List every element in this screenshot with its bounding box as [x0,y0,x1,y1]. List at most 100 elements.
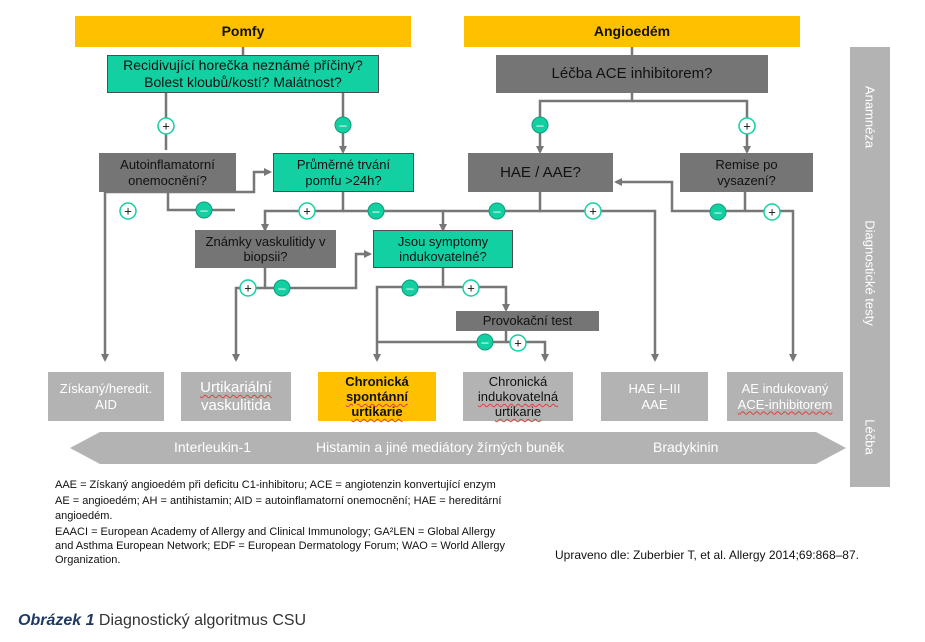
result-aeace-line2: ACE-inhibitorem [737,396,833,412]
question-hae-aae-label: HAE / AAE? [500,163,581,181]
phase-sidebar [850,47,890,487]
question-ace-inhibitor-label: Léčba ACE inhibitorem? [551,65,713,83]
svg-text:+: + [162,119,170,134]
svg-text:–: – [339,118,347,133]
minus-marker: – [488,202,506,220]
result-cindu-line3: urtikarie [494,404,542,420]
plus-marker: + [763,203,781,221]
mediator-bradykinin: Bradykinin [653,439,719,455]
svg-text:–: – [493,204,501,219]
minus-marker: – [709,203,727,221]
result-urtikarialni-vaskulitida: Urtikariální vaskulitida [181,372,291,421]
question-duration-line2: pomfu >24h? [305,172,382,188]
figure-caption-text: Diagnostický algoritmus CSU [94,612,307,629]
figure-caption: Obrázek 1 Diagnostický algoritmus CSU [18,612,306,630]
minus-marker: – [273,279,291,297]
mediator-interleukin: Interleukin-1 [174,439,252,455]
svg-text:+: + [124,204,132,219]
header-angioedem-label: Angioedém [593,23,671,40]
svg-text:–: – [406,281,414,296]
result-uv-line1: Urtikariální [200,378,272,396]
result-aeace-line1: AE indukovaný [741,381,829,397]
svg-text:+: + [743,119,751,134]
plus-marker: + [584,202,602,220]
legend-line: AE = angioedém; AH = antihistamin; AID =… [55,495,502,522]
result-cindu-line1: Chronická [488,373,548,389]
plus-marker: + [119,202,137,220]
question-autoinflamatorni-line1: Autoinflamatorní [120,157,215,173]
question-fever-line1: Recidivující horečka neznámé příčiny? [123,57,363,74]
mediator-histamin: Histamin a jiné mediátory žírných buněk [316,439,565,455]
question-remise-line1: Remise po [715,157,778,173]
minus-marker: – [334,116,352,134]
result-aid-line1: Získaný/heredit. [59,381,153,397]
provocation-test-label: Provokační test [482,313,573,329]
question-vaskulitida: Známky vaskulitidy v biopsii? [195,230,336,268]
svg-text:+: + [244,281,252,296]
question-fever-line2: Bolest kloubů/kostí? Malátnost? [144,74,342,90]
figure-caption-label: Obrázek 1 [18,612,95,629]
svg-text:+: + [514,336,522,351]
result-cindu-line2: indukovatelná [477,388,559,404]
svg-text:–: – [278,281,286,296]
question-inducible: Jsou symptomy indukovatelné? [373,230,513,268]
result-hae-aae: HAE I–III AAE [601,372,708,421]
minus-marker: – [476,333,494,351]
minus-marker: – [401,279,419,297]
svg-text:+: + [303,204,311,219]
result-uv-line2: vaskulitida [200,396,272,414]
plus-marker: + [239,279,257,297]
legend-line: EAACI = European Academy of Allergy and … [55,525,505,567]
question-vaskulitida-line1: Známky vaskulitidy v [205,233,326,249]
question-autoinflamatorni: Autoinflamatorní onemocnění? [99,153,236,192]
result-aid-line2: AID [95,396,117,412]
svg-text:–: – [536,118,544,133]
result-hae-line1: HAE I–III [628,381,681,397]
plus-marker: + [298,202,316,220]
question-vaskulitida-line2: biopsii? [243,249,288,264]
minus-marker: – [195,201,213,219]
svg-text:+: + [768,205,776,220]
result-hae-line2: AAE [641,396,668,412]
result-csu-line2: spontánní [345,388,409,404]
plus-marker-group: + + + + + + + + + [119,117,781,352]
question-duration-line1: Průměrné trvání [296,157,391,173]
result-aid: Získaný/heredit. AID [48,372,164,421]
header-pomfy: Pomfy [75,16,411,47]
result-chronic-inducible-urticaria: Chronická indukovatelná urtikarie [463,372,573,421]
minus-marker: – [531,116,549,134]
svg-text:–: – [481,335,489,350]
result-csu-line1: Chronická [345,373,409,389]
question-inducible-line1: Jsou symptomy [397,233,489,249]
source-citation: Upraveno dle: Zuberbier T, et al. Allerg… [555,548,859,562]
header-angioedem: Angioedém [464,16,800,47]
minus-marker: – [367,202,385,220]
plus-marker: + [738,117,756,135]
result-csu-line3: urtikarie [351,404,403,420]
svg-text:+: + [589,204,597,219]
question-inducible-line2: indukovatelné? [399,249,487,264]
question-duration: Průměrné trvání pomfu >24h? [273,153,414,192]
minus-marker-group: – – – – – – – – – [195,116,727,351]
svg-text:–: – [372,204,380,219]
svg-text:+: + [467,281,475,296]
sidebar-label-anamneza: Anamnéza [862,85,878,149]
sidebar-label-diagnosticke-testy: Diagnostické testy [862,220,878,326]
question-hae-aae: HAE / AAE? [468,153,613,192]
question-remise-line2: vysazení? [717,172,776,188]
abbreviation-legend: AAE = Získaný angioedém při deficitu C1-… [55,478,515,570]
mediator-arrow-bar [70,432,846,464]
svg-text:–: – [714,205,722,220]
plus-marker: + [509,334,527,352]
provocation-test: Provokační test [456,311,599,331]
header-pomfy-label: Pomfy [221,23,265,40]
question-fever: Recidivující horečka neznámé příčiny? Bo… [107,55,379,93]
svg-text:–: – [200,203,208,218]
question-remise: Remise po vysazení? [680,153,813,192]
result-chronic-spontaneous-urticaria: Chronická spontánní urtikarie [318,372,436,421]
legend-line: AAE = Získaný angioedém při deficitu C1-… [55,479,496,491]
question-ace-inhibitor: Léčba ACE inhibitorem? [496,55,768,93]
sidebar-label-lecba: Léčba [862,419,878,455]
result-ae-ace-inhibitor: AE indukovaný ACE-inhibitorem [727,372,843,421]
